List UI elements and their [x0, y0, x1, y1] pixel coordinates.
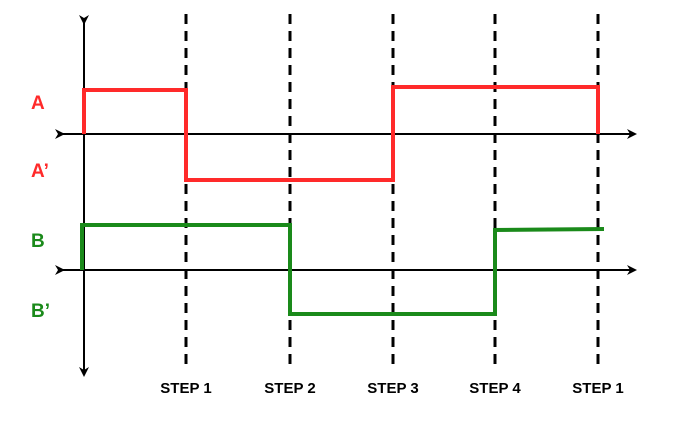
axes [55, 15, 637, 377]
signal-a-waveform [82, 85, 600, 182]
signal-a-low-label: A’ [31, 161, 49, 182]
signal-b-high-label: B [31, 231, 45, 252]
step-dividers [184, 14, 600, 370]
step-label: STEP 4 [469, 380, 521, 397]
signal-a-high-label: A [31, 93, 45, 114]
step-label: STEP 2 [264, 380, 315, 397]
step-label: STEP 3 [367, 380, 418, 397]
step-labels: STEP 1 STEP 2 STEP 3 STEP 4 STEP 1 [160, 380, 623, 397]
signal-b-waveform [80, 223, 605, 316]
signal-b-low-label: B’ [31, 301, 50, 322]
step-label: STEP 1 [572, 380, 623, 397]
step-label: STEP 1 [160, 380, 211, 397]
